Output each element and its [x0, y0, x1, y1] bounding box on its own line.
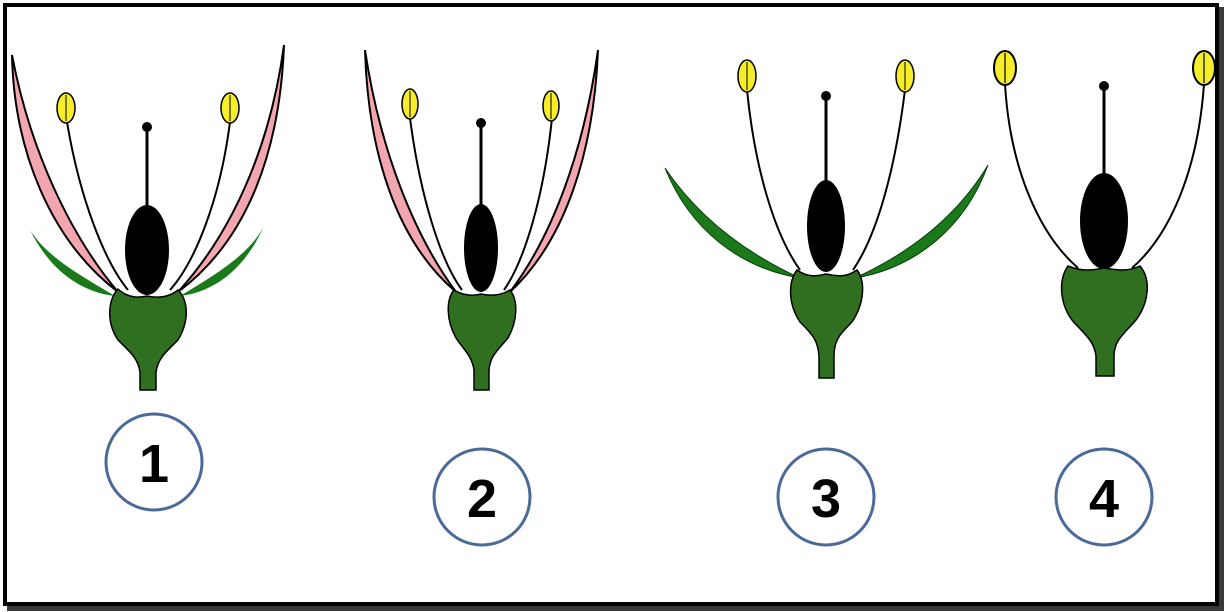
stigma	[142, 122, 152, 132]
anther	[896, 60, 914, 92]
flower-1	[12, 45, 284, 390]
ovary	[125, 205, 169, 295]
anther	[57, 93, 75, 123]
anther	[738, 60, 756, 92]
flower-3	[665, 60, 988, 378]
flower-label-1: 1	[106, 414, 202, 510]
flower-label-text: 2	[467, 469, 497, 529]
receptacle	[1062, 266, 1148, 376]
anther	[402, 89, 418, 119]
receptacle	[791, 270, 863, 378]
flower-label-4: 4	[1056, 449, 1152, 545]
flower-4	[994, 51, 1215, 376]
petal	[510, 50, 598, 292]
anther	[543, 91, 559, 121]
flower-label-2: 2	[434, 449, 530, 545]
receptacle	[110, 289, 187, 390]
ovary	[464, 204, 498, 292]
flower-2	[365, 50, 598, 390]
anther	[994, 51, 1016, 85]
stigma	[476, 118, 486, 128]
petal	[12, 55, 118, 292]
flower-label-text: 1	[139, 434, 169, 494]
anther	[1193, 51, 1215, 85]
stamen-filament	[1005, 84, 1078, 268]
petal	[365, 50, 456, 292]
stamen-filament	[853, 90, 905, 270]
ovary	[807, 180, 845, 272]
flower-label-text: 3	[811, 469, 841, 529]
anther	[221, 93, 239, 123]
receptacle	[448, 290, 516, 390]
ovary	[1080, 173, 1128, 269]
stamen-filament	[747, 90, 800, 270]
stigma	[1099, 81, 1109, 91]
stigma	[821, 91, 831, 101]
stamen-filament	[1132, 84, 1204, 268]
sepal	[665, 168, 800, 278]
petal	[178, 45, 284, 292]
flower-label-3: 3	[778, 449, 874, 545]
sepal	[855, 165, 988, 278]
flower-label-text: 4	[1089, 469, 1119, 529]
